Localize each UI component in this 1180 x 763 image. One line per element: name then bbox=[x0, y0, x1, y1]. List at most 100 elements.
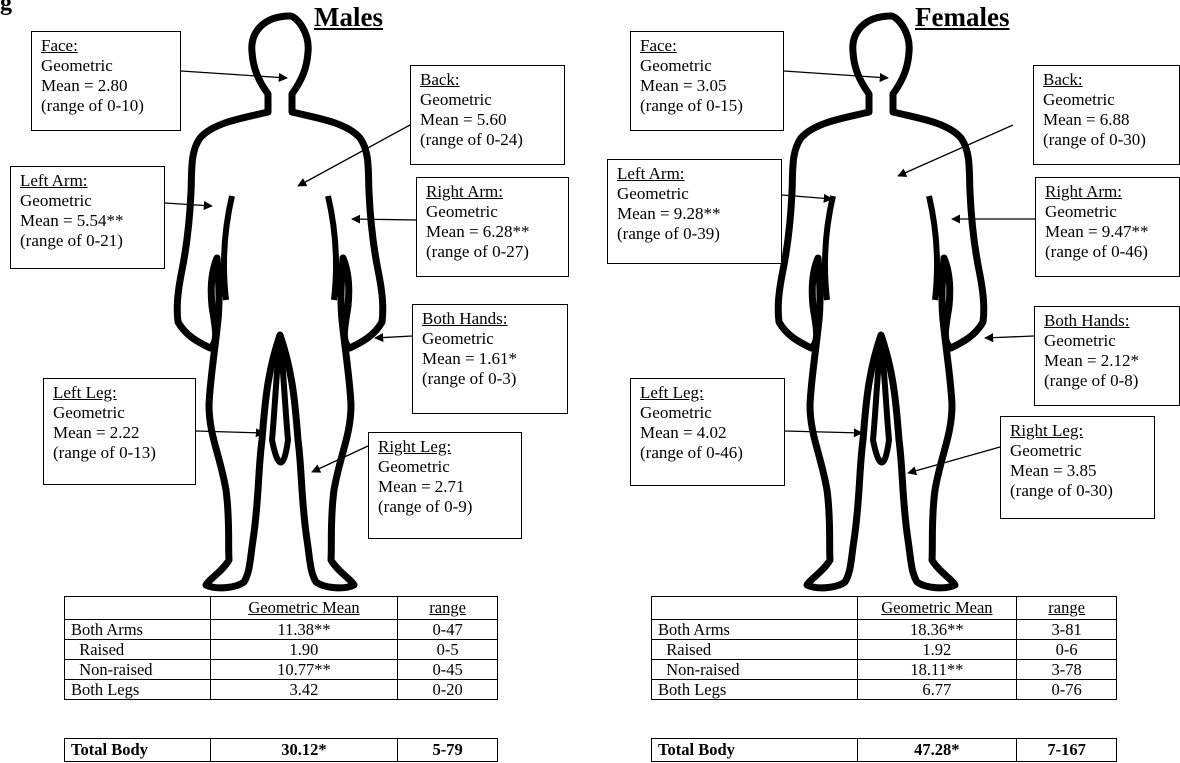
male-face-arrow bbox=[181, 71, 287, 78]
total-range: 5-79 bbox=[398, 739, 498, 762]
female-right-leg-callout: Right Leg: Geometric Mean = 3.85 (range … bbox=[1000, 416, 1155, 519]
callout-region: Right Leg: bbox=[1010, 421, 1145, 441]
table-cell: 6.77 bbox=[857, 680, 1017, 700]
total-row: Total Body 47.28* 7-167 bbox=[652, 739, 1117, 762]
callout-type: Geometric bbox=[422, 329, 558, 349]
callout-mean: Mean = 6.88 bbox=[1043, 110, 1170, 130]
female-stats-table: Geometric Mean range Both Arms 18.36** 3… bbox=[651, 596, 1117, 700]
callout-mean: Mean = 5.60 bbox=[420, 110, 555, 130]
callout-range: (range of 0-30) bbox=[1010, 481, 1145, 501]
table-row: Both Arms 18.36** 3-81 bbox=[652, 620, 1117, 640]
male-left-arm-callout: Left Arm: Geometric Mean = 5.54** (range… bbox=[10, 166, 165, 269]
callout-mean: Mean = 2.80 bbox=[41, 76, 171, 96]
callout-region: Face: bbox=[640, 36, 774, 56]
callout-range: (range of 0-9) bbox=[378, 497, 512, 517]
female-left-leg-callout: Left Leg: Geometric Mean = 4.02 (range o… bbox=[630, 378, 785, 486]
callout-range: (range of 0-39) bbox=[617, 224, 772, 244]
callout-region: Left Arm: bbox=[617, 164, 772, 184]
male-right-leg-callout: Right Leg: Geometric Mean = 2.71 (range … bbox=[368, 432, 522, 539]
callout-region: Left Arm: bbox=[20, 171, 155, 191]
callout-mean: Mean = 9.47** bbox=[1045, 222, 1170, 242]
callout-region: Back: bbox=[420, 70, 555, 90]
table-row: Both Arms 11.38** 0-47 bbox=[65, 620, 498, 640]
callout-range: (range of 0-3) bbox=[422, 369, 558, 389]
callout-range: (range of 0-15) bbox=[640, 96, 774, 116]
male-face-callout: Face: Geometric Mean = 2.80 (range of 0-… bbox=[31, 31, 181, 131]
table-row: Raised 1.92 0-6 bbox=[652, 640, 1117, 660]
table-cell: Raised bbox=[65, 640, 211, 660]
callout-type: Geometric bbox=[1045, 202, 1170, 222]
callout-type: Geometric bbox=[640, 56, 774, 76]
table-cell: 1.90 bbox=[210, 640, 397, 660]
table-cell: 0-47 bbox=[398, 620, 498, 640]
male-both-hands-arrow bbox=[375, 336, 412, 338]
callout-range: (range of 0-27) bbox=[426, 242, 559, 262]
callout-type: Geometric bbox=[1044, 331, 1170, 351]
male-both-hands-callout: Both Hands: Geometric Mean = 1.61* (rang… bbox=[412, 304, 568, 414]
callout-range: (range of 0-10) bbox=[41, 96, 171, 116]
callout-range: (range of 0-8) bbox=[1044, 371, 1170, 391]
table-header-cell: range bbox=[398, 597, 498, 620]
table-cell: 10.77** bbox=[210, 660, 397, 680]
table-header-cell: Geometric Mean bbox=[857, 597, 1017, 620]
table-cell: 1.92 bbox=[857, 640, 1017, 660]
male-back-callout: Back: Geometric Mean = 5.60 (range of 0-… bbox=[410, 65, 565, 165]
total-row: Total Body 30.12* 5-79 bbox=[65, 739, 498, 762]
table-cell: 0-76 bbox=[1017, 680, 1117, 700]
callout-type: Geometric bbox=[1043, 90, 1170, 110]
table-cell: 3.42 bbox=[210, 680, 397, 700]
male-right-arm-arrow bbox=[352, 219, 416, 220]
callout-range: (range of 0-21) bbox=[20, 231, 155, 251]
callout-range: (range of 0-46) bbox=[640, 443, 775, 463]
female-right-arm-callout: Right Arm: Geometric Mean = 9.47** (rang… bbox=[1035, 177, 1180, 277]
table-cell: 11.38** bbox=[210, 620, 397, 640]
callout-region: Both Hands: bbox=[422, 309, 558, 329]
callout-mean: Mean = 1.61* bbox=[422, 349, 558, 369]
table-cell: 0-20 bbox=[398, 680, 498, 700]
callout-region: Right Leg: bbox=[378, 437, 512, 457]
total-mean: 47.28* bbox=[857, 739, 1017, 762]
female-both-hands-arrow bbox=[985, 336, 1034, 338]
table-cell: Both Arms bbox=[65, 620, 211, 640]
callout-region: Face: bbox=[41, 36, 171, 56]
callout-mean: Mean = 2.71 bbox=[378, 477, 512, 497]
table-header-row: Geometric Mean range bbox=[65, 597, 498, 620]
total-label: Total Body bbox=[65, 739, 211, 762]
callout-type: Geometric bbox=[640, 403, 775, 423]
callout-region: Both Hands: bbox=[1044, 311, 1170, 331]
callout-type: Geometric bbox=[426, 202, 559, 222]
table-header-row: Geometric Mean range bbox=[652, 597, 1117, 620]
female-face-arrow bbox=[784, 71, 888, 78]
table-cell: Both Legs bbox=[65, 680, 211, 700]
table-header-cell: range bbox=[1017, 597, 1117, 620]
table-cell: 0-5 bbox=[398, 640, 498, 660]
table-cell: Raised bbox=[652, 640, 858, 660]
table-cell: Both Arms bbox=[652, 620, 858, 640]
callout-mean: Mean = 3.05 bbox=[640, 76, 774, 96]
table-cell: 18.36** bbox=[857, 620, 1017, 640]
callout-mean: Mean = 9.28** bbox=[617, 204, 772, 224]
total-range: 7-167 bbox=[1017, 739, 1117, 762]
callout-region: Back: bbox=[1043, 70, 1170, 90]
table-row: Non-raised 10.77** 0-45 bbox=[65, 660, 498, 680]
table-header-cell bbox=[65, 597, 211, 620]
callout-type: Geometric bbox=[41, 56, 171, 76]
callout-range: (range of 0-46) bbox=[1045, 242, 1170, 262]
female-left-leg-arrow bbox=[785, 431, 862, 433]
table-row: Both Legs 6.77 0-76 bbox=[652, 680, 1117, 700]
callout-region: Right Arm: bbox=[1045, 182, 1170, 202]
table-cell: 0-6 bbox=[1017, 640, 1117, 660]
female-panel-title: Females bbox=[915, 2, 1009, 33]
callout-region: Left Leg: bbox=[53, 383, 186, 403]
table-row: Raised 1.90 0-5 bbox=[65, 640, 498, 660]
female-back-callout: Back: Geometric Mean = 6.88 (range of 0-… bbox=[1033, 65, 1180, 165]
table-cell: 18.11** bbox=[857, 660, 1017, 680]
callout-range: (range of 0-13) bbox=[53, 443, 186, 463]
female-total-table: Total Body 47.28* 7-167 bbox=[651, 738, 1117, 762]
male-total-table: Total Body 30.12* 5-79 bbox=[64, 738, 498, 762]
male-left-leg-callout: Left Leg: Geometric Mean = 2.22 (range o… bbox=[43, 378, 196, 485]
callout-region: Right Arm: bbox=[426, 182, 559, 202]
total-mean: 30.12* bbox=[210, 739, 398, 762]
total-label: Total Body bbox=[652, 739, 858, 762]
table-cell: Both Legs bbox=[652, 680, 858, 700]
